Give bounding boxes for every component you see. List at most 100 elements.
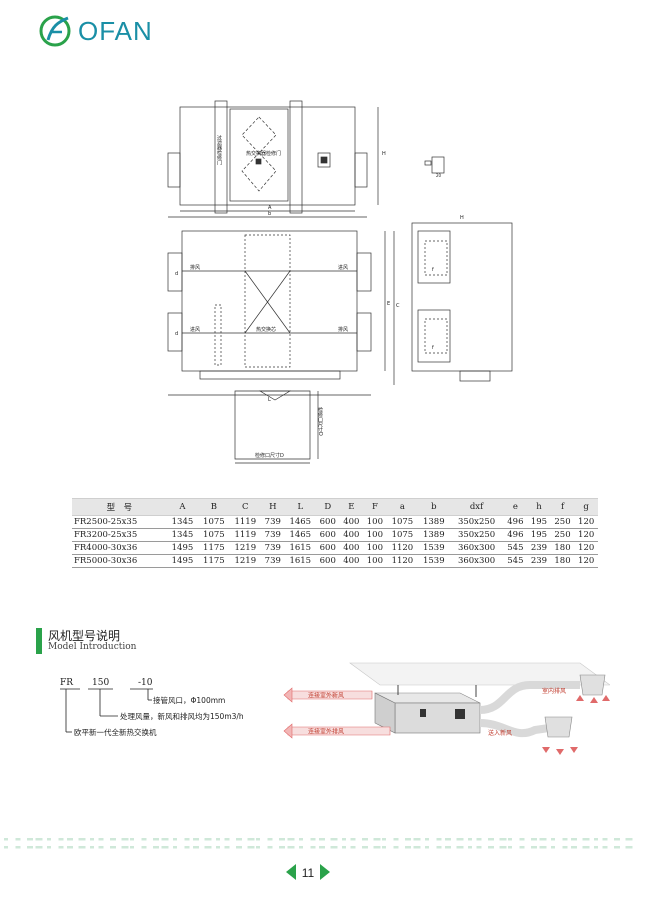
label-outdoor-fresh: 连接室外新风 xyxy=(308,692,344,700)
spec-cell: 120 xyxy=(574,541,598,555)
spec-cell: 250 xyxy=(550,528,575,542)
col-header: F xyxy=(363,498,387,516)
dim-f-1: f xyxy=(432,267,434,273)
plan-view xyxy=(167,230,395,396)
label-inspection-size: 检修口尺寸D xyxy=(255,452,284,459)
inspection-view xyxy=(234,390,319,464)
spec-cell: 1175 xyxy=(198,541,230,555)
spec-cell: 1615 xyxy=(284,541,316,555)
section-accent-bar xyxy=(36,628,42,654)
diffuser-fresh xyxy=(544,716,573,738)
col-header: E xyxy=(339,498,364,516)
code-part-port: -10 xyxy=(138,678,153,688)
spec-cell: 1120 xyxy=(386,541,419,555)
brand-logo: OFAN xyxy=(38,14,168,48)
side-view xyxy=(411,222,513,382)
spec-model-cell: FR5000-30x36 xyxy=(72,554,167,568)
spec-cell: 239 xyxy=(527,554,551,568)
spec-cell: 1219 xyxy=(229,541,261,555)
footer-pattern xyxy=(4,838,633,849)
col-header: e xyxy=(503,498,528,516)
spec-cell: 496 xyxy=(503,515,528,529)
spec-cell: 1075 xyxy=(386,515,419,529)
spec-cell: 195 xyxy=(527,528,551,542)
spec-cell: 1119 xyxy=(229,528,261,542)
col-header: dxf xyxy=(449,498,504,516)
spec-cell: 100 xyxy=(363,541,387,555)
spec-cell: 600 xyxy=(315,554,340,568)
spec-cell: 739 xyxy=(261,515,285,529)
spec-cell: 120 xyxy=(574,515,598,529)
next-page-icon[interactable] xyxy=(318,862,334,882)
dimension-drawing: 热交换器检修门 过滤器检修门 A b H 20 排风 进风 进风 排风 热交换芯… xyxy=(167,100,513,464)
spec-cell: 1075 xyxy=(198,528,230,542)
label-outdoor-exhaust: 连接室外排风 xyxy=(308,728,344,736)
label-fresh-top: 进风 xyxy=(338,264,348,271)
spec-cell: 600 xyxy=(315,528,340,542)
spec-cell: 600 xyxy=(315,515,340,529)
spec-cell: 400 xyxy=(339,528,364,542)
spec-cell: 100 xyxy=(363,528,387,542)
spec-cell: 1615 xyxy=(284,554,316,568)
airflow-arrows xyxy=(542,695,610,755)
code-part-flow: 150 xyxy=(92,678,110,688)
label-exhaust-top: 排风 xyxy=(190,264,200,271)
spec-cell: 350x250 xyxy=(449,528,504,542)
spec-cell: 1345 xyxy=(166,528,199,542)
col-header: b xyxy=(418,498,450,516)
spec-cell: 180 xyxy=(550,554,575,568)
system-illustration: 连接室外新风 连接室外排风 室内排风 送入新风 xyxy=(283,662,610,755)
section-subtitle: Model Introduction xyxy=(48,642,137,652)
spec-cell: 1345 xyxy=(166,515,199,529)
model-code-lines xyxy=(60,688,153,733)
label-exhaust-right: 排风 xyxy=(338,326,348,333)
spec-cell: 360x300 xyxy=(449,541,504,555)
dim-d-1: d xyxy=(175,271,178,277)
col-header: g xyxy=(574,498,598,516)
spec-cell: 1075 xyxy=(198,515,230,529)
spec-cell: 250 xyxy=(550,515,575,529)
spec-cell: 360x300 xyxy=(449,554,504,568)
section-title: 风机型号说明 xyxy=(48,629,121,643)
spec-cell: 739 xyxy=(261,554,285,568)
label-intake-left: 进风 xyxy=(190,326,200,333)
dim-f-2: f xyxy=(432,345,434,351)
col-header: a xyxy=(386,498,419,516)
dim-A: A xyxy=(268,205,272,211)
top-view xyxy=(167,100,445,218)
spec-cell: 1219 xyxy=(229,554,261,568)
spec-cell: 496 xyxy=(503,528,528,542)
spec-cell: 1495 xyxy=(166,541,199,555)
label-core: 热交换芯 xyxy=(256,326,276,333)
dim-20: 20 xyxy=(436,173,442,178)
col-header: A xyxy=(166,498,199,516)
col-header: L xyxy=(284,498,316,516)
dim-d-2: d xyxy=(175,331,178,337)
model-code-diagram: FR 150 -10 接管风口，Φ100mm 处理风量，新风和排风均为150m3… xyxy=(58,678,278,748)
spec-cell: 1465 xyxy=(284,528,316,542)
hrv-unit xyxy=(374,685,481,734)
spec-cell: 100 xyxy=(363,515,387,529)
label-hx-door: 热交换器检修门 xyxy=(246,150,281,157)
dim-C: C xyxy=(396,303,400,309)
spec-model-cell: FR3200-25x35 xyxy=(72,528,167,542)
col-header: H xyxy=(261,498,285,516)
desc-flow: 处理风量，新风和排风均为150m3/h xyxy=(120,712,244,721)
spec-cell: 400 xyxy=(339,515,364,529)
spec-cell: 1175 xyxy=(198,554,230,568)
spec-cell: 195 xyxy=(527,515,551,529)
spec-cell: 739 xyxy=(261,528,285,542)
dim-H-side: H xyxy=(460,215,464,221)
spec-table: 型 号 A B C H L D E F a b dxf e h f g FR25… xyxy=(72,498,598,568)
spec-cell: 1389 xyxy=(418,515,450,529)
spec-cell: 1495 xyxy=(166,554,199,568)
col-header: B xyxy=(198,498,230,516)
prev-page-icon[interactable] xyxy=(282,862,298,882)
spec-cell: 180 xyxy=(550,541,575,555)
spec-cell: 1539 xyxy=(418,541,450,555)
spec-cell: 120 xyxy=(574,554,598,568)
spec-cell: 400 xyxy=(339,554,364,568)
